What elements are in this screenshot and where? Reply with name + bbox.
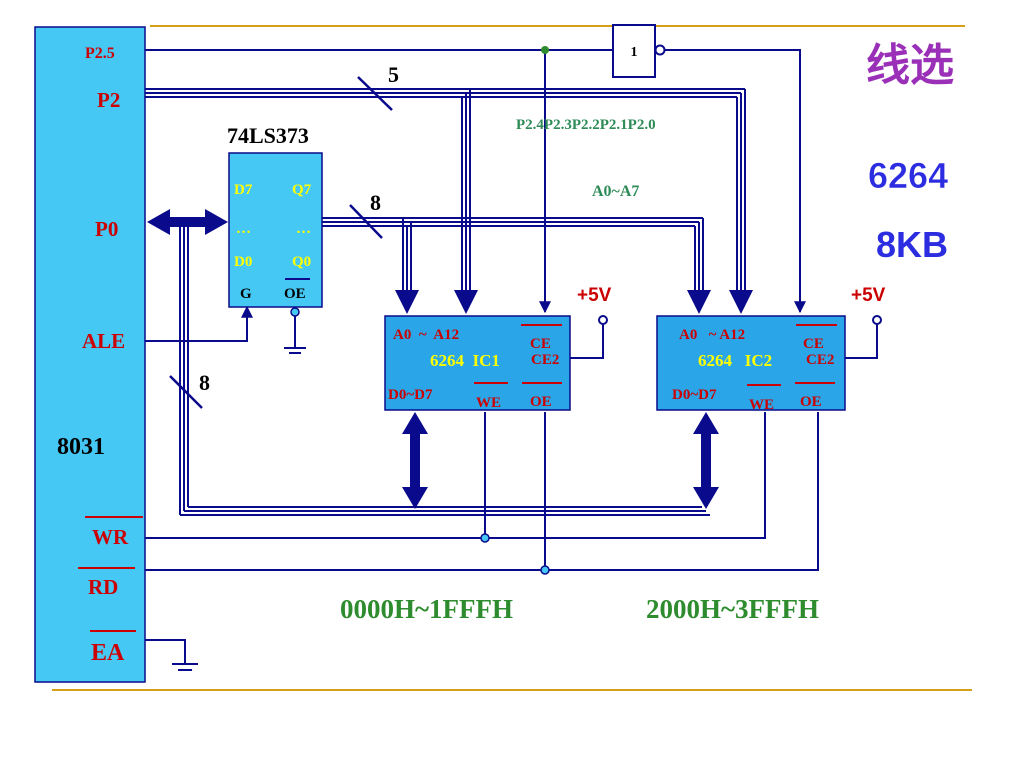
cpu-name: 8031 [57, 434, 105, 460]
ic1-ce: CE [530, 336, 551, 352]
ic1-address-range: 0000H~1FFFH [340, 594, 513, 624]
latch-g: G [240, 286, 252, 302]
bus-slash-p2 [357, 76, 393, 111]
not-gate-bubble [654, 44, 666, 56]
cpu-pin-ale: ALE [82, 329, 125, 353]
wire-ale [145, 305, 253, 342]
bus-slash-data [169, 375, 203, 409]
wire-wr [145, 412, 766, 539]
ic1-oe: OE [530, 394, 552, 410]
latch-q7: Q7 [292, 182, 312, 198]
ic1-6264 [384, 315, 571, 411]
ic2-data: D0~D7 [672, 387, 717, 403]
ic2-ce: CE [803, 336, 824, 352]
latch-d0: D0 [234, 254, 252, 270]
side-size: 8KB [876, 224, 948, 265]
addr-low-label: A0~A7 [592, 183, 639, 200]
ic2-supply: +5V [851, 285, 886, 306]
ic2-addr: A0 ~ A12 [679, 327, 745, 343]
cpu-pin-wr: WR [92, 525, 129, 549]
junction-p25 [541, 46, 549, 54]
ic1-data: D0~D7 [388, 387, 433, 403]
latch-dots-left: … [236, 221, 251, 237]
ic2-ce2: CE2 [806, 352, 834, 368]
wire-ic2-ce2-5v [845, 322, 878, 359]
ic2-we: WE [749, 397, 774, 413]
junction-wr [480, 533, 490, 543]
ic2-name: 6264 IC2 [698, 351, 772, 370]
wire-rd [145, 412, 819, 571]
ic2-a-high-arrow [729, 290, 753, 314]
not-gate-label: 1 [631, 45, 638, 60]
ic1-5v-terminal [598, 315, 608, 325]
bus-width-p2: 5 [388, 62, 399, 87]
ic1-supply: +5V [577, 285, 612, 306]
cpu-pin-p2: P2 [97, 88, 120, 112]
wire-ic1-ce2-5v [570, 322, 604, 359]
ic1-a-high-arrow [454, 290, 478, 314]
ic2-6264 [656, 315, 846, 411]
bus-width-p0: 8 [370, 190, 381, 215]
cpu-pin-p25: P2.5 [85, 45, 115, 62]
cpu-pin-ea: EA [91, 640, 125, 666]
ic1-data-arrow [402, 412, 428, 509]
latch-title: 74LS373 [227, 123, 309, 148]
ic1-name: 6264 IC1 [430, 351, 500, 370]
side-chip: 6264 [868, 155, 948, 196]
ic1-we: WE [476, 395, 501, 411]
wire-ea-gnd [145, 639, 186, 664]
bus-width-data: 8 [199, 370, 210, 395]
ic1-ce2: CE2 [531, 352, 559, 368]
p2-lines-label: P2.4P2.3P2.2P2.1P2.0 [516, 117, 656, 133]
ic2-oe: OE [800, 394, 822, 410]
junction-rd [540, 565, 550, 575]
cpu-pin-p0: P0 [95, 217, 118, 241]
ic2-address-range: 2000H~3FFFH [646, 594, 819, 624]
latch-d7: D7 [234, 182, 253, 198]
latch-oe-terminal [290, 307, 300, 317]
latch-dots-right: … [296, 221, 311, 237]
cpu-8031-block [34, 26, 146, 683]
ic2-a-low-arrow [687, 290, 711, 314]
latch-q0: Q0 [292, 254, 311, 270]
latch-oe: OE [284, 286, 306, 302]
bus-slash-p0 [349, 204, 383, 239]
wire-gate-out [665, 49, 806, 314]
cpu-pin-rd: RD [88, 575, 118, 599]
ic2-5v-terminal [872, 315, 882, 325]
ic1-a-low-arrow [395, 290, 419, 314]
side-title: 线选 [866, 40, 954, 91]
p0-bidir-arrow [147, 209, 228, 235]
ic2-data-arrow [693, 412, 719, 509]
latch-74ls373 [228, 152, 323, 308]
ic1-addr: A0 ~ A12 [393, 327, 459, 343]
